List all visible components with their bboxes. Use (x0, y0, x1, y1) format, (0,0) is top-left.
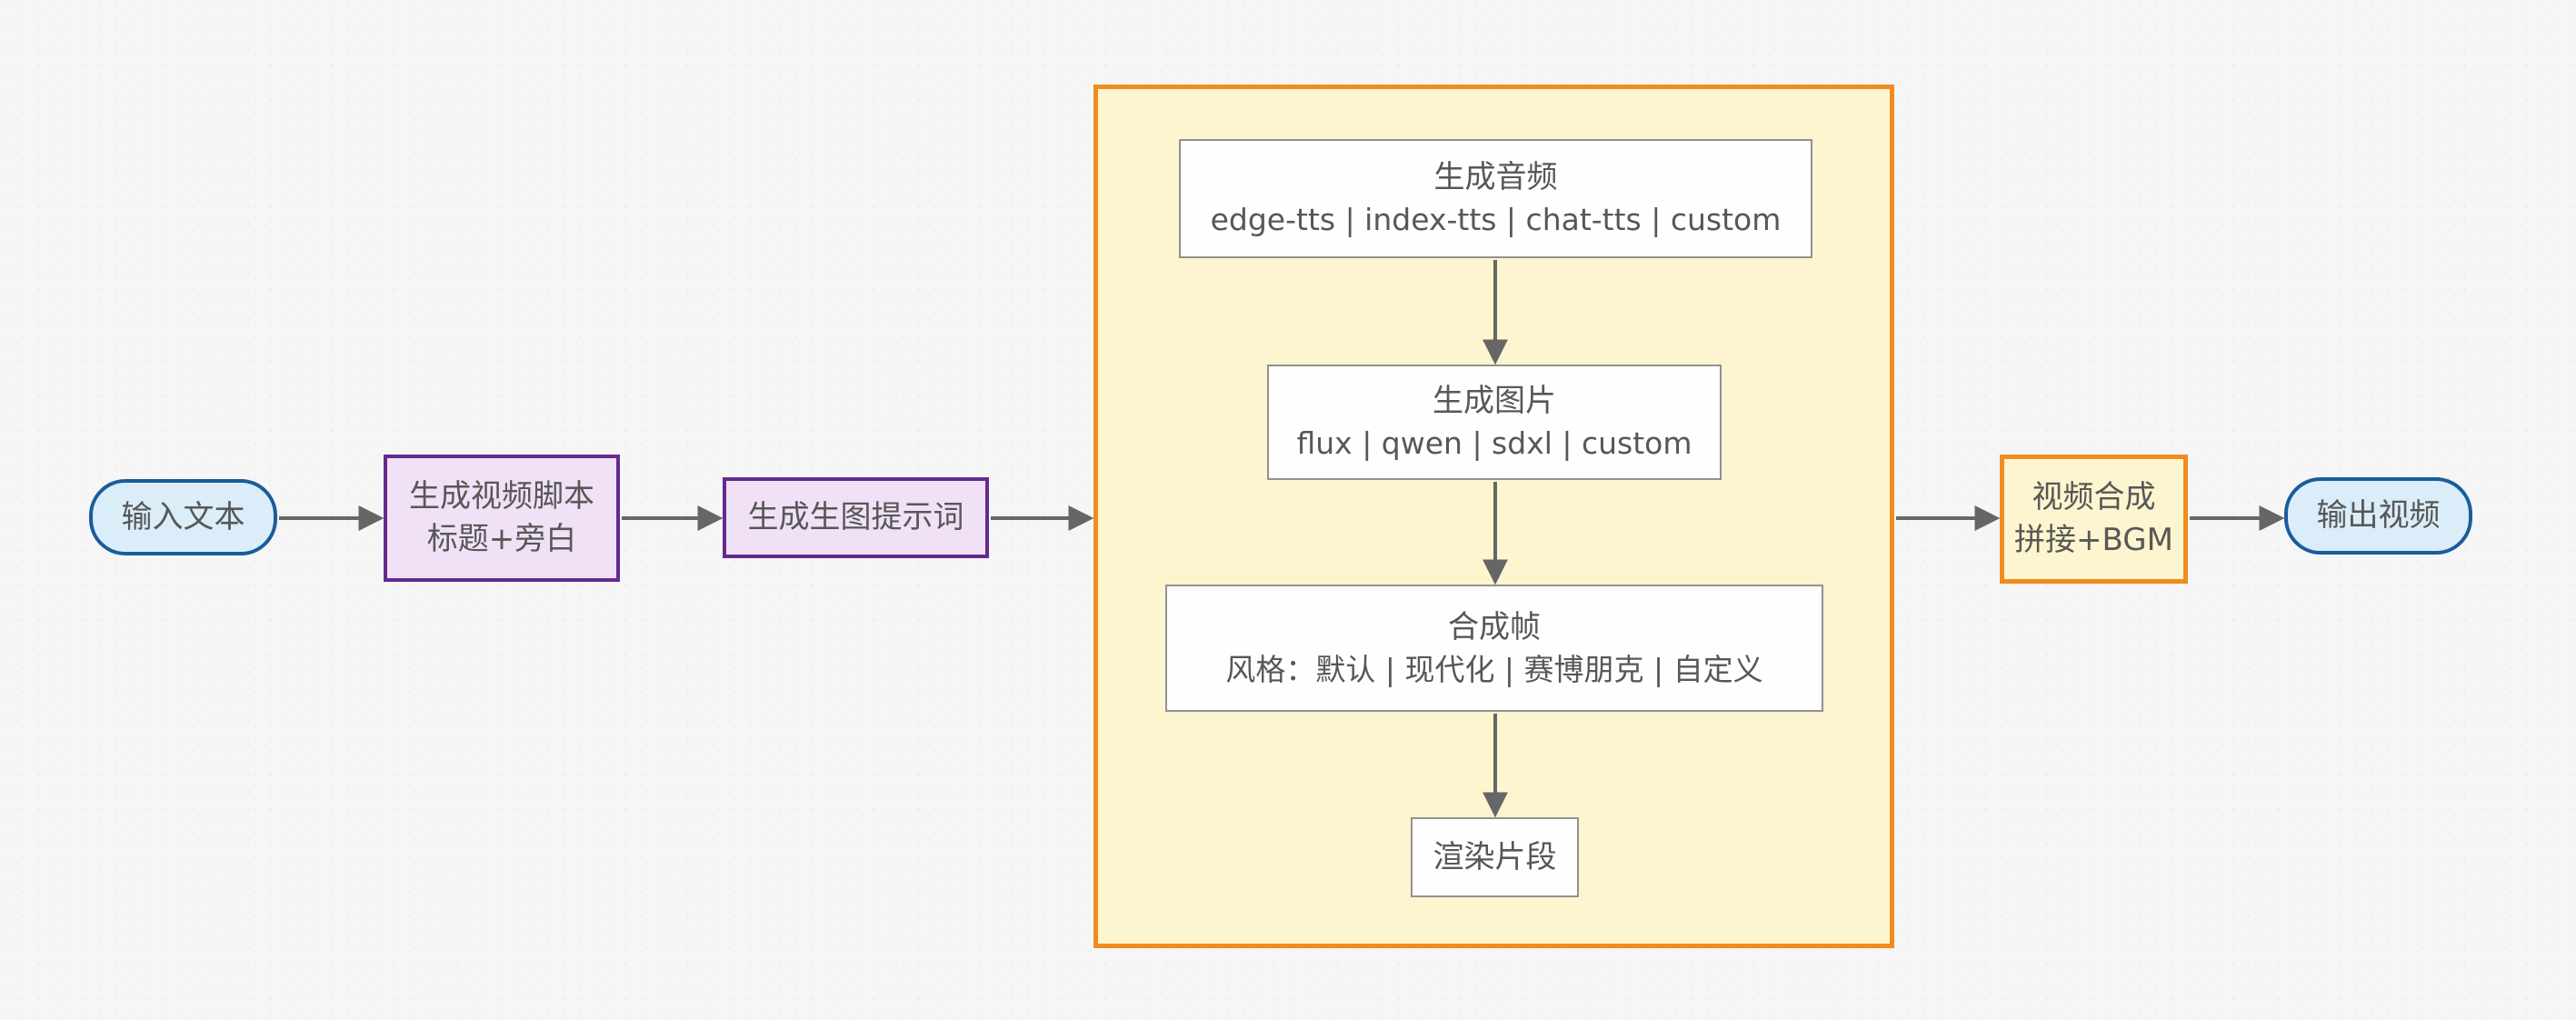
node-input-text: 输入文本 (89, 479, 277, 555)
node-render-clips: 渲染片段 (1411, 817, 1579, 897)
node-subtitle: 标题+旁白 (426, 521, 577, 557)
node-video-compose: 视频合成 拼接+BGM (2000, 455, 2188, 584)
node-label: 生成生图提示词 (747, 499, 964, 536)
node-label: 输出视频 (2316, 497, 2441, 535)
node-title: 合成帧 (1448, 608, 1541, 645)
node-output-video: 输出视频 (2284, 477, 2472, 555)
node-generate-script: 生成视频脚本 标题+旁白 (384, 455, 620, 582)
node-title: 视频合成 (2032, 479, 2156, 516)
node-subtitle: 风格：默认 | 现代化 | 赛博朋克 | 自定义 (1225, 651, 1763, 687)
node-subtitle: flux | qwen | sdxl | custom (1296, 425, 1692, 462)
node-title: 生成图片 (1433, 383, 1556, 420)
node-label: 输入文本 (121, 498, 245, 535)
node-generate-image: 生成图片 flux | qwen | sdxl | custom (1267, 365, 1722, 480)
node-compose-frames: 合成帧 风格：默认 | 现代化 | 赛博朋克 | 自定义 (1165, 585, 1823, 712)
node-subtitle: edge-tts | index-tts | chat-tts | custom (1210, 202, 1782, 238)
node-title: 生成视频脚本 (409, 478, 594, 515)
node-generate-image-prompt: 生成生图提示词 (723, 477, 989, 558)
node-title: 生成音频 (1433, 159, 1558, 196)
node-generate-audio: 生成音频 edge-tts | index-tts | chat-tts | c… (1179, 139, 1812, 258)
node-subtitle: 拼接+BGM (2014, 522, 2173, 558)
node-label: 渲染片段 (1433, 838, 1557, 875)
